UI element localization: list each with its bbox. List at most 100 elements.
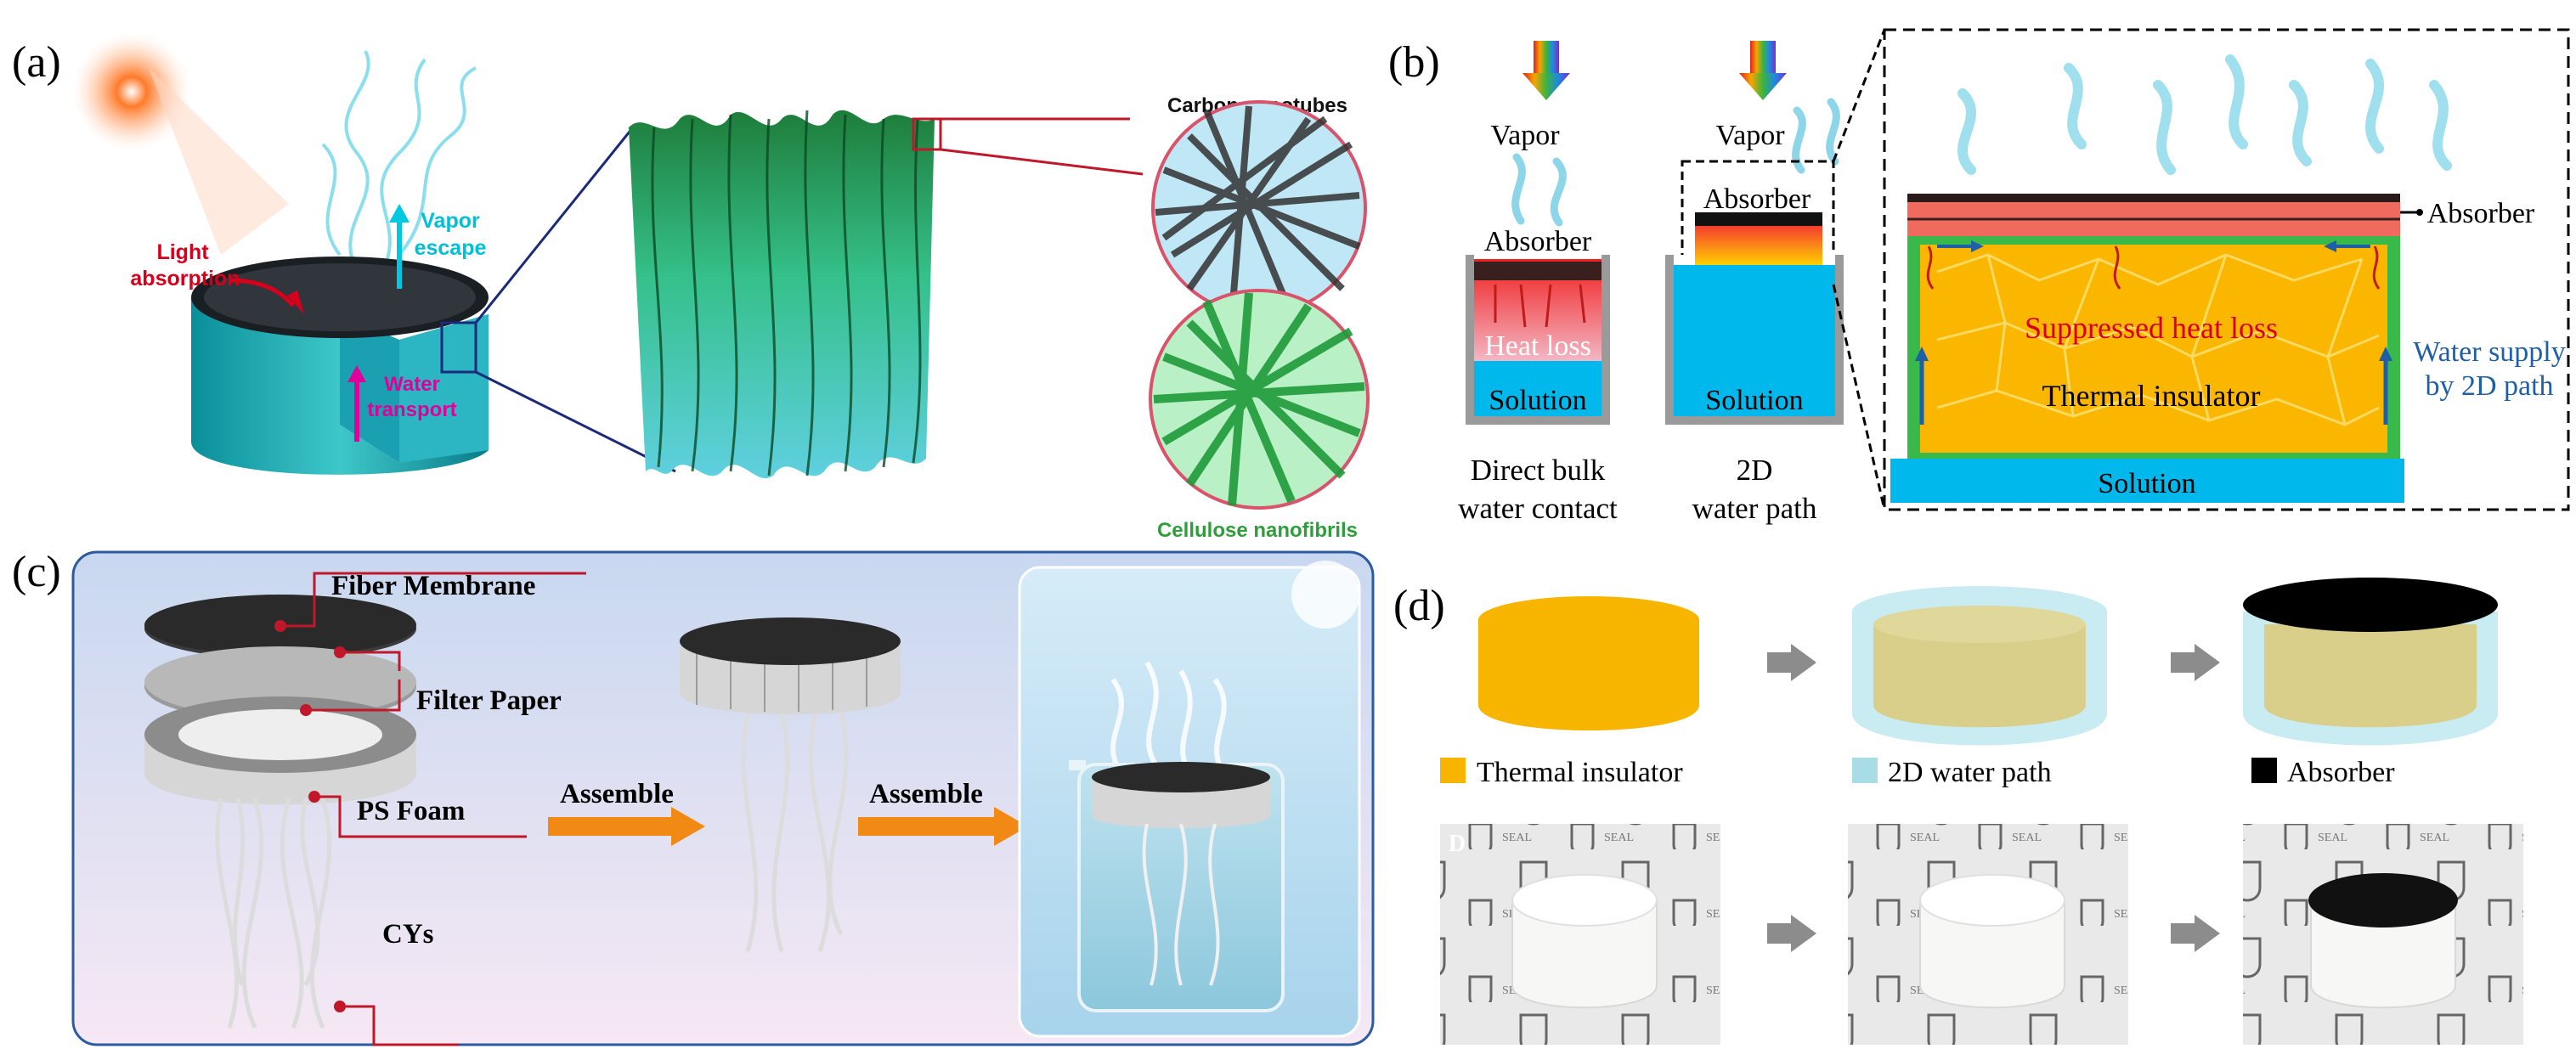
sun-icon xyxy=(72,32,191,151)
panel-d: SEAL (d) Ther xyxy=(1393,544,2576,1056)
panel-c-figure: (c) xyxy=(12,548,1375,1046)
vapor-escape-arrowhead xyxy=(389,204,410,223)
vapor-escape-label-2: escape xyxy=(415,236,487,260)
absorber-layer xyxy=(1907,194,2400,236)
assemble-arrow-2 xyxy=(858,807,1028,846)
heat-loss-arrows xyxy=(1494,284,1586,328)
solution-label-2: Solution xyxy=(1705,385,1803,416)
assemble-arrow-1 xyxy=(548,807,705,846)
legend-swatch-insulator xyxy=(1440,758,1466,783)
light-beam xyxy=(149,68,289,255)
legend-absorber: Absorber xyxy=(2251,757,2395,788)
thermal-insulator-block xyxy=(1907,236,2400,459)
carbon-nanotube-circle xyxy=(1151,100,1367,316)
arrow-d-1 xyxy=(1767,644,1816,681)
arrow-d-2 xyxy=(2171,644,2220,681)
water-flow-arrows xyxy=(1915,240,2392,425)
assemble-label-2: Assemble xyxy=(869,779,983,809)
water-transport-label-2: transport xyxy=(367,398,456,421)
light-absorption-label-1: Light xyxy=(156,240,209,264)
zoom-dash-top xyxy=(1832,29,1886,162)
rainbow-arrow-1 xyxy=(1522,41,1570,100)
caption-direct-1: Direct bulk xyxy=(1471,454,1606,487)
panel-label-c: (c) xyxy=(12,548,61,596)
vapor-wisps-2 xyxy=(1792,98,1840,174)
cys-label: CYs xyxy=(382,919,434,950)
legend-thermal-insulator: Thermal insulator xyxy=(1440,757,1683,788)
panel-b-figure: (b) Vapor Absorber Heat loss Solution Di… xyxy=(1388,28,2570,525)
vapor-smoke xyxy=(321,50,477,273)
light-absorption-label-2: absorption xyxy=(130,267,240,290)
arrow-d-3 xyxy=(1767,915,1816,952)
cellulose-nanofibrils-label: Cellulose nanofibrils xyxy=(1157,519,1358,542)
solution-label-1: Solution xyxy=(1489,385,1586,416)
leader-dots xyxy=(274,620,346,1012)
vapor-label-2: Vapor xyxy=(1715,120,1785,151)
absorber-pointer-dot xyxy=(2416,209,2423,216)
fiber-membrane-label: Fiber Membrane xyxy=(331,571,535,601)
panel-a-figure: (a) Light absorption Vapor escape xyxy=(12,32,1370,542)
legend-2d-water-path: 2D water path xyxy=(1852,757,2052,788)
wrapped-cylinder xyxy=(1852,586,2107,746)
panel-c: (c) xyxy=(0,544,1393,1056)
aligned-sheets xyxy=(629,110,935,479)
absorber-label-1: Absorber xyxy=(1484,226,1592,257)
thermal-insulator-label: Thermal insulator xyxy=(2042,379,2261,413)
caption-2d-1: 2D xyxy=(1737,454,1773,487)
rainbow-arrow-2 xyxy=(1739,41,1787,100)
absorber-cylinder xyxy=(2243,578,2498,746)
caption-2d-2: water path xyxy=(1692,492,1817,525)
solution-label-3: Solution xyxy=(2098,468,2195,499)
panel-label-b: (b) xyxy=(1388,38,1440,87)
ps-foam-label: PS Foam xyxy=(357,796,465,826)
vapor-escape-label-1: Vapor xyxy=(421,209,480,233)
photo-insulator: D xyxy=(1440,824,1720,1045)
cellulose-nanofibril-circle xyxy=(1149,289,1370,510)
insulator-cylinder xyxy=(1478,596,1699,730)
arrow-d-4 xyxy=(2171,915,2220,952)
water-supply-label-2: by 2D path xyxy=(2425,370,2553,402)
wavy-heat-arrows xyxy=(1926,245,2381,290)
zoom-dash-bottom xyxy=(1832,284,1886,510)
cylinder-evaporator xyxy=(191,257,489,475)
light-absorption-arrowhead xyxy=(287,290,304,314)
water-transport-arrowhead xyxy=(347,365,366,382)
photo-mark: D xyxy=(1449,831,1466,857)
absorber-label-3: Absorber xyxy=(2427,198,2535,229)
filter-paper-label: Filter Paper xyxy=(416,685,562,716)
assembled-device xyxy=(680,617,901,952)
water-supply-label-1: Water supply xyxy=(2413,336,2566,368)
panel-label-d: (d) xyxy=(1393,582,1445,630)
absorber-label-2: Absorber xyxy=(1703,183,1811,215)
leader-lines xyxy=(280,572,586,1046)
light-absorption-arrow xyxy=(229,278,295,307)
legend-label-absorber: Absorber xyxy=(2287,757,2395,788)
legend-label-water: 2D water path xyxy=(1888,757,2052,788)
beaker-2d-water-path xyxy=(1665,212,1844,425)
zoom-line-bottom xyxy=(475,370,676,473)
photo-wrapped xyxy=(1848,824,2128,1045)
zoom-detail-box xyxy=(1883,28,2570,511)
zoom-line-top xyxy=(474,127,635,324)
heat-loss-label: Heat loss xyxy=(1484,330,1591,362)
vapor-wisps-large xyxy=(1957,54,2452,175)
zoom-box-2d xyxy=(1681,160,1835,286)
panel-label-a: (a) xyxy=(12,38,61,87)
panel-d-figure: SEAL (d) Ther xyxy=(1393,578,2523,1045)
suppressed-heat-loss-label: Suppressed heat loss xyxy=(2025,311,2278,345)
evaporation-scene xyxy=(1018,561,1361,1038)
legend-swatch-water xyxy=(1852,758,1878,783)
solution-base xyxy=(1890,459,2404,503)
caption-direct-2: water contact xyxy=(1458,492,1618,525)
photo-absorber xyxy=(2243,824,2523,1045)
legend-swatch-absorber xyxy=(2251,758,2277,783)
beaker-direct-contact xyxy=(1466,255,1610,425)
vapor-wisps-1 xyxy=(1511,153,1567,227)
legend-label-insulator: Thermal insulator xyxy=(1477,757,1683,788)
water-transport-label-1: Water xyxy=(384,373,440,396)
cys-cage xyxy=(215,798,332,1029)
panel-a: (a) Light absorption Vapor escape xyxy=(0,0,1393,544)
zoom-box-sheet xyxy=(912,117,942,151)
vapor-label-1: Vapor xyxy=(1490,120,1560,151)
zoom-box-cylinder xyxy=(440,321,477,374)
